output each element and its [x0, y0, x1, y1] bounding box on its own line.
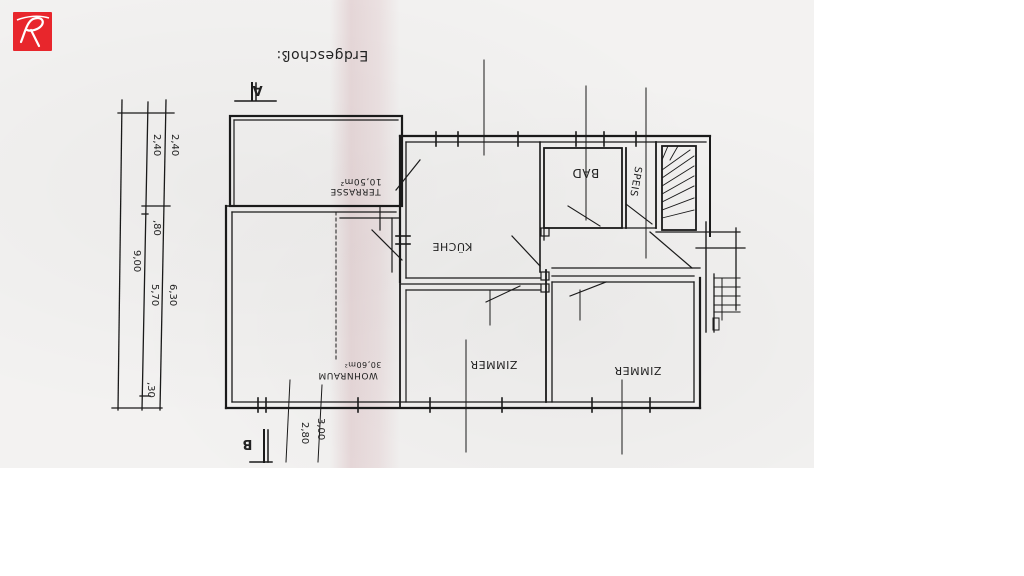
- room-label-wohnraum: WOHNRAUM: [318, 370, 378, 380]
- r-logo-icon: [13, 12, 52, 51]
- room-label-kueche: KÜCHE: [432, 240, 473, 253]
- dim-label-bottom-2: 3,00: [315, 418, 326, 441]
- room-label-wohnraum-area: 30,60m²: [344, 360, 382, 369]
- room-label-zimmer-1: ZIMMER: [470, 358, 518, 371]
- paper-fold-stain: [330, 0, 400, 468]
- section-marker-b: B: [242, 436, 253, 451]
- plan-title: Erdgeschoß:: [276, 47, 369, 63]
- dim-label-6: 6,30: [167, 284, 178, 307]
- dim-label-1: 2,40: [151, 134, 162, 157]
- floor-plan-scan: Erdgeschoß: A B 10,50m² TERRASSE KÜCHE B…: [0, 0, 814, 468]
- dim-label-2: 2,40: [169, 134, 180, 157]
- floor-plan-drawing: [111, 59, 746, 463]
- dim-label-5: 5,70: [149, 284, 160, 307]
- section-marker-a: A: [252, 82, 263, 97]
- room-label-zimmer-2: ZIMMER: [614, 364, 662, 377]
- room-label-terrasse-area: 10,50m²: [340, 176, 382, 186]
- room-label-bad: BAD: [572, 166, 600, 180]
- dim-label-3: ,80: [151, 220, 162, 236]
- dim-label-7: ,30: [145, 382, 156, 398]
- room-label-terrasse: TERRASSE: [330, 186, 381, 196]
- dim-label-4: 9,00: [131, 250, 142, 273]
- dim-label-bottom-1: 2,80: [299, 422, 310, 445]
